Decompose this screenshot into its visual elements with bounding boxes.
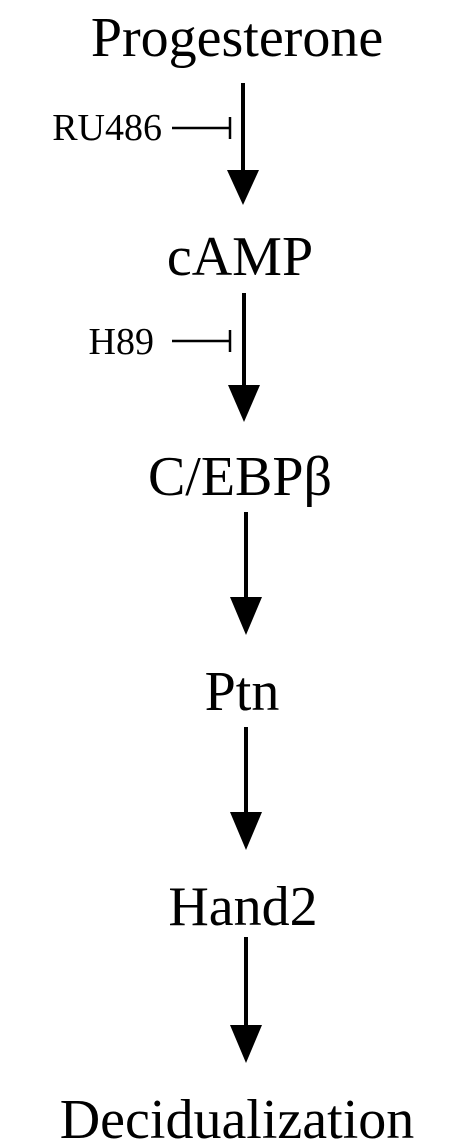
node-ptn: Ptn xyxy=(205,661,280,723)
edge-progesterone-camp xyxy=(227,83,259,205)
inhibitor-h89: H89 xyxy=(89,321,232,363)
node-camp: cAMP xyxy=(167,226,313,288)
inhibitor-ru486: RU486 xyxy=(52,107,232,149)
inhibitor-label-h89: H89 xyxy=(89,321,154,363)
node-decidualization: Decidualization xyxy=(60,1089,415,1143)
node-hand2: Hand2 xyxy=(168,876,317,938)
inhibitor-label-ru486: RU486 xyxy=(52,107,162,149)
node-progesterone: Progesterone xyxy=(91,7,383,69)
edge-hand2-decidualization xyxy=(230,937,262,1063)
edge-cebpb-ptn xyxy=(230,512,262,635)
node-cebpb: C/EBPβ xyxy=(148,446,332,508)
edge-ptn-hand2 xyxy=(230,727,262,850)
edge-camp-cebpb xyxy=(228,293,260,422)
